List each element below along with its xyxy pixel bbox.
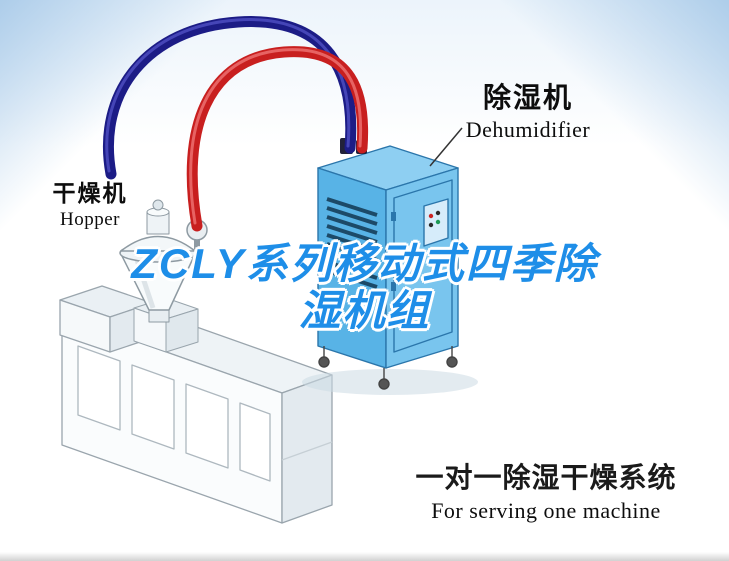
product-title-line1: ZCLY系列移动式四季除 [131,240,598,287]
system-caption-cn: 一对一除湿干燥系统 [415,462,677,493]
dehumidifier-label-en: Dehumidifier [465,117,591,142]
hopper-label-en: Hopper [60,209,120,230]
blue-return-pipe [102,16,357,180]
dehumidifier-label: 除湿机 Dehumidifier [444,76,612,143]
dehumidifier-label-cn: 除湿机 [482,82,573,113]
dehumidifier-pointer-line [429,127,463,167]
red-supply-pipe [186,46,369,232]
hopper-illustration [119,199,208,353]
hopper-label: 干燥机 Hopper [40,174,140,231]
product-title: ZCLY系列移动式四季除 湿机组 [0,240,729,334]
dehumidifier-shadow [302,369,478,395]
product-title-line2: 湿机组 [298,287,431,335]
dehumidifier-illustration [317,138,459,390]
vent-grille-icon [326,197,378,289]
system-caption-en: For serving one machine [431,498,661,523]
caster-wheels-icon [318,346,458,390]
extruder-illustration [59,285,333,524]
hopper-label-cn: 干燥机 [52,180,128,206]
system-caption: 一对一除湿干燥系统 For serving one machine [398,456,694,524]
